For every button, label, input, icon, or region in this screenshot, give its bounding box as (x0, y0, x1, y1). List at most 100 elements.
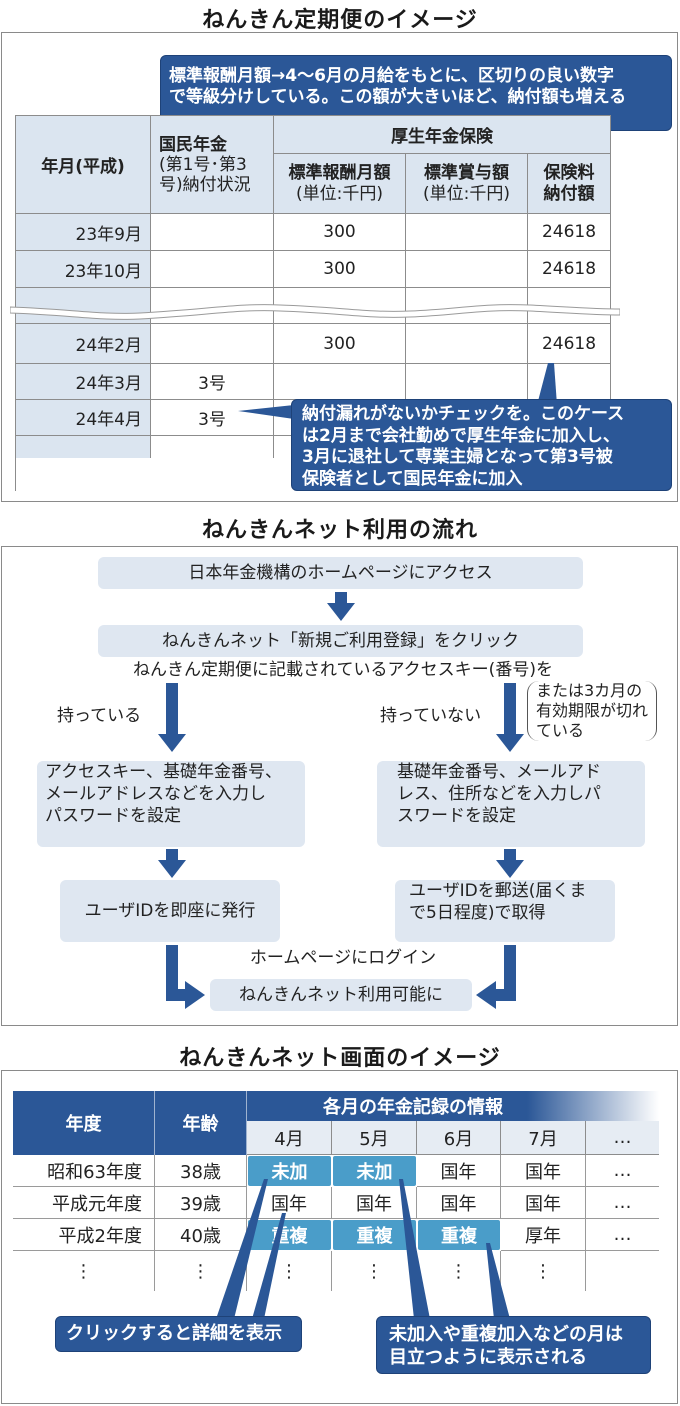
header-text: 標準賞与額 (424, 162, 509, 183)
header-text: 保険料 (543, 162, 595, 183)
box-line: レス、住所などを入力しパ (397, 784, 601, 804)
cell-year-month: 23年9月 (16, 214, 151, 251)
record-cell: … (586, 1187, 659, 1219)
table-break-wave (10, 304, 620, 320)
cell-year-month: 24年3月 (16, 364, 151, 400)
branch-have-key: 持っている (57, 706, 142, 726)
record-cell[interactable]: 国年 (501, 1187, 586, 1219)
step-id-mail: ユーザIDを郵送(届くま で5日程度)で取得 (395, 880, 615, 942)
cell-national-pension (151, 214, 274, 251)
header-text: (単位:千円) (423, 183, 510, 204)
header-monthly-info: 各月の年金記録の情報 (247, 1091, 659, 1121)
cell-national-pension (151, 251, 274, 288)
box-line: アクセスキー、基礎年金番号、 (45, 762, 282, 782)
header-month: 4月 (247, 1121, 332, 1155)
callout-line: 標準報酬月額→4～6月の月給をもとに、区切りの良い数字 (169, 66, 615, 86)
record-cell-highlighted[interactable]: 重複 (332, 1219, 417, 1251)
cell-standard-monthly: 300 (274, 324, 406, 364)
section1-panel: 標準報酬月額→4～6月の月給をもとに、区切りの良い数字 で等級分けしている。この… (1, 32, 678, 502)
callout-line: 未加入や重複加入などの月は (389, 1324, 623, 1345)
header-text: 納付額 (543, 183, 595, 204)
cell-premium: 24618 (528, 251, 611, 288)
arrow-down-icon (327, 603, 355, 621)
arrow-down-icon (158, 734, 186, 752)
grid-line (273, 436, 274, 458)
header-month: … (586, 1121, 659, 1155)
box-line: 基礎年金番号、メールアド (397, 762, 601, 782)
header-text: 標準報酬月額 (288, 162, 391, 183)
cell-premium: 24618 (528, 214, 611, 251)
step-input-with-key: アクセスキー、基礎年金番号、 メールアドレスなどを入力し パスワードを設定 (37, 761, 305, 847)
cell-standard-monthly: 300 (274, 251, 406, 288)
header-text: (単位:千円) (296, 183, 383, 204)
branch-no-key: 持っていない (380, 706, 482, 726)
arrow-down-icon (504, 683, 516, 735)
header-fiscal-year: 年度 (13, 1091, 155, 1155)
cell-age: 40歳 (155, 1219, 247, 1251)
header-year-month: 年月(平成) (16, 116, 151, 214)
cell-ellipsis: ⋮ (247, 1251, 332, 1291)
header-text: 国民年金 (159, 134, 227, 155)
cell-standard-monthly: 300 (274, 214, 406, 251)
arrow-elbow-icon (166, 945, 178, 1001)
callout-highlight-months: 未加入や重複加入などの月は 目立つように表示される (376, 1316, 651, 1374)
step-access-homepage: 日本年金機構のホームページにアクセス (98, 557, 583, 589)
record-cell[interactable]: 厚年 (501, 1219, 586, 1251)
section2-title: ねんきんネット利用の流れ (201, 518, 478, 543)
cell-age: 39歳 (155, 1187, 247, 1219)
record-cell[interactable]: 国年 (417, 1155, 501, 1187)
callout-pointers (216, 1179, 510, 1319)
box-line: ユーザIDを郵送(届くま (409, 881, 587, 901)
arrow-right-icon (185, 981, 205, 1009)
callout-line: 保険者として国民年金に加入 (302, 468, 523, 489)
header-standard-monthly: 標準報酬月額 (単位:千円) (274, 154, 406, 214)
cell-national-pension: 3号 (151, 400, 274, 436)
cell-year-month: 23年10月 (16, 251, 151, 288)
header-age: 年齢 (155, 1091, 247, 1155)
record-cell-highlighted[interactable]: 未加 (247, 1155, 332, 1187)
header-premium: 保険料 納付額 (528, 154, 611, 214)
section1-title: ねんきん定期便のイメージ (202, 8, 478, 33)
cell-standard-bonus (406, 251, 528, 288)
box-line: で5日程度)で取得 (409, 903, 546, 923)
cell-year-month: 24年4月 (16, 400, 151, 436)
record-cell[interactable]: 国年 (501, 1155, 586, 1187)
arrow-down-icon (504, 849, 516, 861)
section3-panel: 年度 年齢 各月の年金記録の情報 4月 5月 6月 7月 … 昭和63年度 38… (1, 1070, 678, 1404)
cell-empty (16, 436, 151, 458)
access-key-question: ねんきん定期便に記載されているアクセスキー(番号)を (133, 660, 553, 680)
cell-empty (274, 288, 406, 324)
cell-ellipsis: ⋮ (417, 1251, 501, 1291)
section3-title: ねんきんネット画面のイメージ (179, 1046, 501, 1071)
step-available: ねんきんネット利用可能に (210, 979, 472, 1011)
arrow-down-icon (496, 734, 524, 752)
cell-premium: 24618 (528, 324, 611, 364)
arrow-down-icon (496, 860, 524, 878)
box-line: メールアドレスなどを入力し (45, 784, 266, 804)
cell-fiscal-year: 昭和63年度 (13, 1155, 155, 1187)
arrow-down-icon (166, 683, 178, 735)
cell-national-pension: 3号 (151, 364, 274, 400)
cell-fiscal-year: 平成元年度 (13, 1187, 155, 1219)
header-month: 7月 (501, 1121, 586, 1155)
cell-ellipsis: ⋮ (155, 1251, 247, 1291)
box-line: スワードを設定 (397, 806, 516, 826)
cell-ellipsis: ⋮ (501, 1251, 586, 1291)
section2-panel: 日本年金機構のホームページにアクセス ねんきんネット「新規ご利用登録」をクリック… (1, 546, 678, 1026)
box-line: パスワードを設定 (45, 806, 181, 826)
record-cell[interactable]: 国年 (417, 1187, 501, 1219)
callout-line: 納付漏れがないかチェックを。このケース (302, 404, 625, 424)
cell-empty (528, 288, 611, 324)
arrow-elbow-icon (496, 989, 516, 1001)
note-line: 有効期限が切れ (536, 701, 649, 720)
cell-ellipsis (586, 1251, 659, 1291)
cell-national-pension (151, 324, 274, 364)
step-click-register: ねんきんネット「新規ご利用登録」をクリック (98, 625, 583, 657)
callout-line: は2月まで会社勤めで厚生年金に加入し、 (302, 425, 620, 446)
arrow-down-icon (166, 849, 178, 861)
header-text: 号)納付状況 (159, 174, 251, 195)
header-employee-pension: 厚生年金保険 (274, 116, 611, 154)
arrow-elbow-icon (166, 989, 186, 1001)
login-label: ホームページにログイン (249, 948, 437, 968)
header-standard-bonus: 標準賞与額 (単位:千円) (406, 154, 528, 214)
